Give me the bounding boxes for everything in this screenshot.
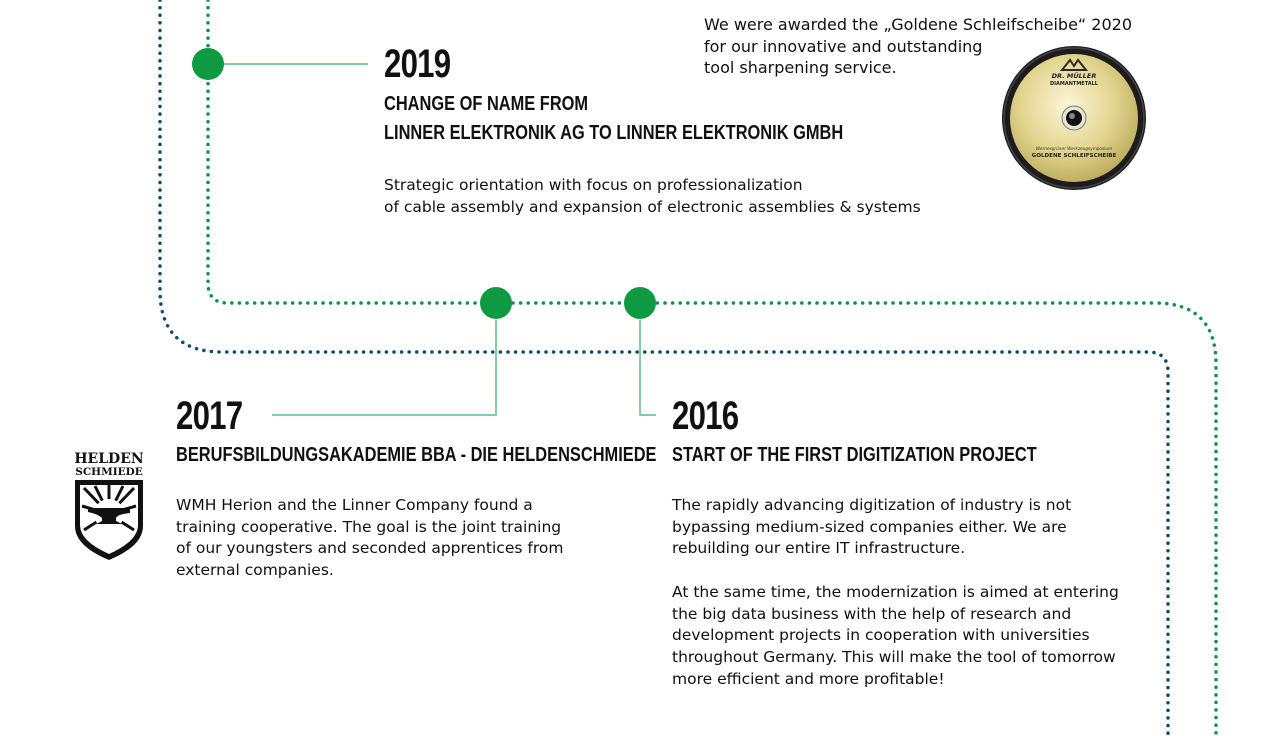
disc-title: GOLDENE SCHLEIFSCHEIBE — [1032, 153, 1117, 159]
year-2016: 2016 — [672, 394, 739, 438]
body-line: training cooperative. The goal is the jo… — [176, 517, 562, 536]
logo-line2: SCHMIEDE — [75, 466, 143, 478]
body-2016: The rapidly advancing digitization of in… — [672, 495, 1119, 690]
heading-2017-line: BERUFSBILDUNGSAKADEMIE BBA - DIE HELDENS… — [176, 444, 657, 466]
body-line: the big data business with the help of r… — [672, 604, 1072, 623]
body-line: Strategic orientation with focus on prof… — [384, 176, 803, 194]
body-line: of our youngsters and seconded apprentic… — [176, 539, 564, 558]
timeline-node-2016 — [624, 287, 656, 319]
award-line: for our innovative and outstanding — [704, 36, 983, 56]
heading-2019-line: LINNER ELEKTRONIK AG TO LINNER ELEKTRONI… — [384, 122, 844, 144]
body-line: of cable assembly and expansion of elect… — [384, 197, 921, 216]
body-2017: WMH Herion and the Linner Company found … — [176, 495, 563, 582]
disc-brand-name: DR. MÜLLER — [1052, 71, 1097, 80]
mountain-logo-icon — [1059, 58, 1089, 71]
heldenschmiede-logo: HELDEN SCHMIEDE — [74, 451, 144, 560]
body-line: development projects in cooperation with… — [672, 626, 1090, 645]
anvil-icon — [88, 508, 130, 524]
heading-2016: START OF THE FIRST DIGITIZATION PROJECT — [672, 441, 1037, 470]
timeline-node-2017 — [480, 287, 512, 319]
body-line: At the same time, the modernization is a… — [672, 582, 1119, 601]
award-disc-image: DR. MÜLLER DIAMANTMETALL Wernesgrüner We… — [1002, 46, 1146, 190]
connector-2017 — [272, 320, 497, 416]
body-line: throughout Germany. This will make the t… — [672, 647, 1116, 666]
disc-caption: Wernesgrüner Werkzeugsymposium — [1036, 146, 1112, 151]
heading-2019: CHANGE OF NAME FROM LINNER ELEKTRONIK AG… — [384, 90, 843, 148]
body-2019: Strategic orientation with focus on prof… — [384, 175, 921, 218]
award-line: tool sharpening service. — [704, 58, 897, 78]
body-line: more efficient and more profitable! — [672, 669, 945, 688]
award-line: We were awarded the „Goldene Schleifsche… — [704, 15, 1133, 34]
body-line: external companies. — [176, 561, 334, 580]
logo-line1: HELDEN — [74, 451, 144, 467]
timeline-node-2019 — [192, 48, 224, 80]
heading-2016-line: START OF THE FIRST DIGITIZATION PROJECT — [672, 444, 1037, 466]
heading-2017: BERUFSBILDUNGSAKADEMIE BBA - DIE HELDENS… — [176, 441, 656, 470]
connector-2016 — [639, 320, 656, 416]
award-text: We were awarded the „Goldene Schleifsche… — [704, 14, 1132, 79]
heading-2019-line: CHANGE OF NAME FROM — [384, 93, 589, 115]
year-2019: 2019 — [384, 42, 451, 86]
timeline-path-teal — [158, 0, 1170, 736]
year-2017: 2017 — [176, 394, 243, 438]
body-line: rebuilding our entire IT infrastructure. — [672, 539, 966, 558]
body-line: The rapidly advancing digitization of in… — [672, 496, 1072, 514]
body-line: WMH Herion and the Linner Company found … — [176, 496, 533, 514]
body-line: bypassing medium-sized companies either.… — [672, 517, 1067, 536]
disc-brand-sub: DIAMANTMETALL — [1050, 81, 1099, 87]
